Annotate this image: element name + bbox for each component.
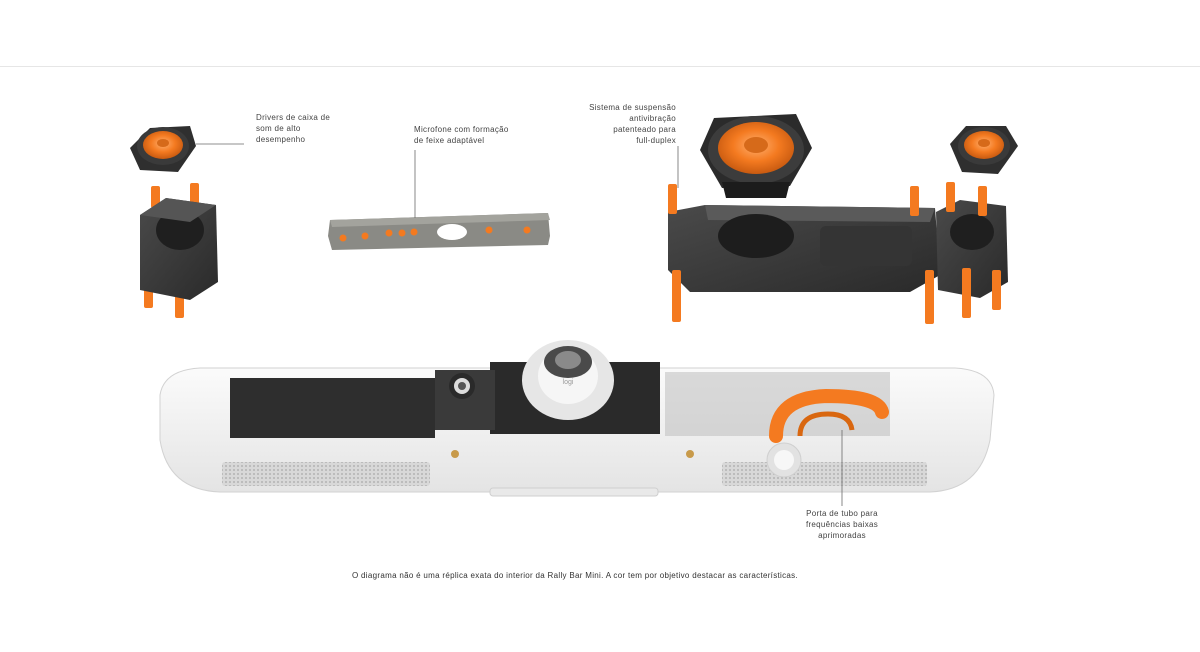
microphone-pcb [328,213,550,250]
camera-lens: logi [522,340,614,420]
header-divider [0,66,1200,67]
callout-text: de feixe adaptável [414,136,485,145]
callout-bass-port: Porta de tubo para frequências baixas ap… [790,508,894,541]
right-suspension-mounts [668,182,1001,324]
callout-text: aprimoradas [818,531,866,540]
callout-text: Porta de tubo para [806,509,878,518]
diagram-disclaimer: O diagrama não é uma réplica exata do in… [352,571,798,580]
callout-leader-lines [196,143,843,506]
bass-port-tube [769,388,889,443]
right-speaker-enclosure [936,200,1008,298]
callout-text: full-duplex [636,136,676,145]
right-speaker-driver [950,126,1018,174]
secondary-camera [449,373,475,399]
callout-text: Microfone com formação [414,125,509,134]
callout-suspension-system: Sistema de suspensão antivibração patent… [570,102,676,146]
callout-text: Drivers de caixa de [256,113,331,122]
callout-text: desempenho [256,135,306,144]
callout-text: Sistema de suspensão [589,103,676,112]
callout-microphone: Microfone com formação de feixe adaptáve… [414,124,509,146]
logi-logo: logi [563,379,574,386]
center-speaker-driver [700,114,812,198]
left-speaker-enclosure [140,198,218,300]
callout-text: antivibração [629,114,676,123]
callout-text: frequências baixas [805,520,879,529]
callout-text: patenteado para [613,125,676,134]
callout-speaker-drivers: Drivers de caixa de som de alto desempen… [256,112,330,145]
callout-text: som de alto [256,124,301,133]
left-speaker-driver [130,126,196,172]
central-enclosure-housing [668,205,940,292]
